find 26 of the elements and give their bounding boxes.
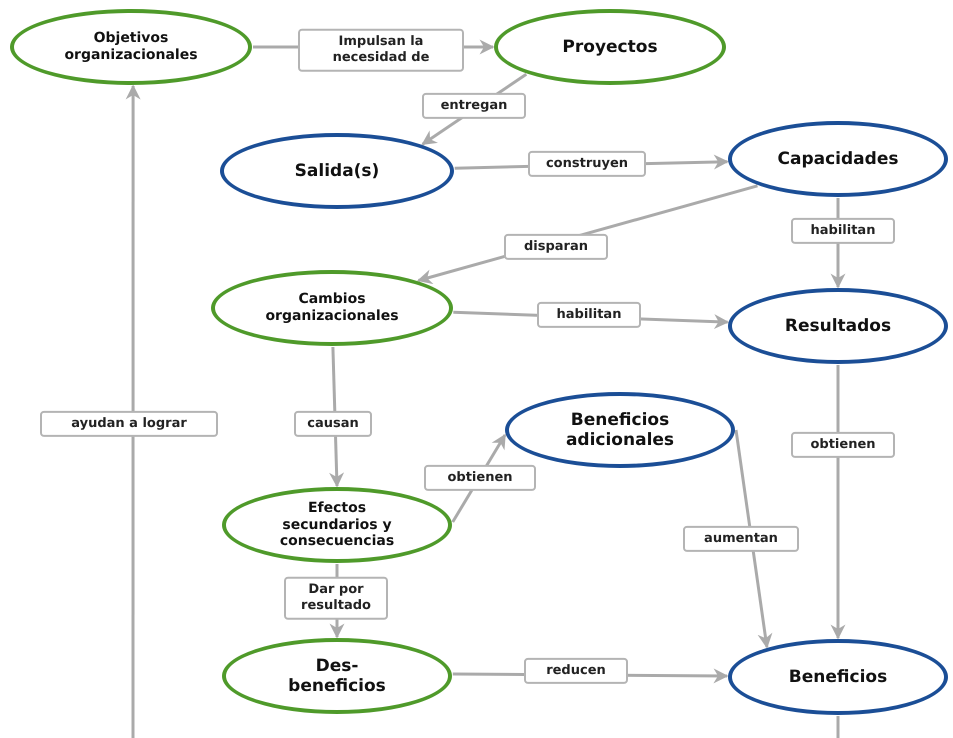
edge-label: obtienen [424,464,536,492]
edge-label: obtienen [791,432,895,458]
edge-label: habilitan [791,218,895,244]
concept-text: Proyectos [562,36,658,58]
edge-label: reducen [524,658,628,684]
concept-text: Des- beneficios [287,656,387,696]
concept-text: Beneficios [788,666,888,688]
edge-label: entregan [422,92,526,120]
arrow [734,430,772,649]
concept-text: Cambios organizacionales [264,291,400,325]
concept-text: Capacidades [778,148,898,170]
edge-label: construyen [528,150,646,178]
edge-label: disparan [504,234,608,260]
arrow [126,84,141,738]
edge-label: causan [294,410,372,438]
concept-text: Beneficios adicionales [564,410,676,450]
concept-text: Objetivos organizacionales [63,30,199,64]
arrow [830,365,846,640]
concept-text: Efectos secundarios y consecuencias [278,500,396,550]
edge-label: Impulsan la necesidad de [298,28,464,72]
concept-text: Resultados [784,316,892,336]
edge-label: habilitan [537,302,641,328]
edge-label: ayudan a lograr [40,410,218,438]
concept-text: Salida(s) [294,160,380,182]
edge-label: aumentan [683,526,799,552]
edge-label: Dar por resultado [284,576,388,620]
